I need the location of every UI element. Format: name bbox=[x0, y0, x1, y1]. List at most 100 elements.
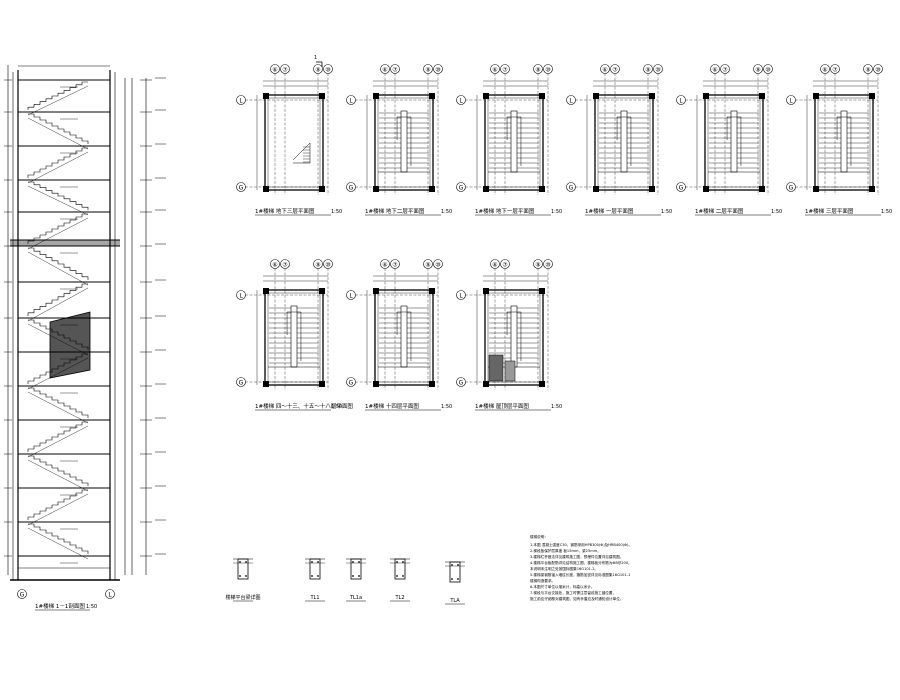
stair-flight bbox=[27, 81, 88, 110]
stair-flight bbox=[28, 387, 89, 418]
walking-direction-arrow bbox=[396, 116, 412, 166]
column bbox=[869, 93, 875, 99]
notes-line: 6.本图尺寸单位以毫米计，标高以米计。 bbox=[530, 584, 595, 589]
stair-flight bbox=[27, 353, 88, 384]
column bbox=[373, 381, 379, 387]
beam-detail: TL1a bbox=[346, 558, 366, 602]
stair-soffit bbox=[27, 459, 89, 492]
svg-text:G: G bbox=[20, 592, 25, 599]
stair-soffit bbox=[27, 527, 89, 560]
axis-label: ⑨ bbox=[865, 67, 870, 74]
column bbox=[593, 186, 599, 192]
column bbox=[263, 381, 269, 387]
plan-scale: 1:50 bbox=[551, 404, 562, 410]
stair-soffit bbox=[27, 151, 89, 184]
stair-soffit bbox=[27, 85, 89, 116]
axis-bubble bbox=[236, 95, 246, 105]
handrail bbox=[400, 305, 408, 368]
notes-line: 楼梯构造要求。 bbox=[530, 578, 555, 583]
axis-label: ⑩ bbox=[325, 67, 330, 74]
axis-label: ⑩ bbox=[545, 262, 550, 269]
axis-label: G bbox=[239, 380, 244, 387]
stair-section-drawing bbox=[7, 65, 147, 581]
plan-scale: 1:50 bbox=[441, 404, 452, 410]
rebar-dot bbox=[245, 575, 247, 577]
axis-bubble bbox=[390, 64, 400, 74]
axis-bubble bbox=[390, 259, 400, 269]
stair-flight bbox=[28, 113, 89, 144]
axis-label: G bbox=[569, 185, 574, 192]
axis-label: G bbox=[459, 380, 464, 387]
stair-soffit bbox=[27, 251, 89, 286]
axis-label: ⑥ bbox=[602, 67, 607, 74]
axis-bubble bbox=[433, 259, 443, 269]
column bbox=[759, 93, 765, 99]
plan-title: 1#楼梯 一层平面图 bbox=[585, 207, 634, 215]
axis-label: ⑥ bbox=[382, 262, 387, 269]
axis-label: ⑥ bbox=[272, 67, 277, 74]
axis-label: ⑥ bbox=[712, 67, 717, 74]
section-scale: 1:50 bbox=[86, 604, 97, 610]
rebar-dot bbox=[396, 561, 398, 563]
axis-bubble bbox=[643, 64, 653, 74]
plan-title: 1#楼梯 二层平面图 bbox=[695, 207, 744, 215]
axis-label: ⑦ bbox=[612, 67, 618, 74]
plan-title: 1#楼梯 十四层平面图 bbox=[365, 402, 419, 410]
stair-soffit bbox=[27, 323, 89, 356]
handrail bbox=[620, 110, 628, 173]
column bbox=[373, 288, 379, 294]
axis-bubble bbox=[500, 64, 510, 74]
axis-label: ⑦ bbox=[832, 67, 838, 74]
walking-direction-arrow bbox=[286, 311, 302, 361]
column bbox=[703, 93, 709, 99]
stair-wall-inner bbox=[377, 97, 431, 188]
axis-bubble bbox=[676, 182, 686, 192]
column bbox=[429, 93, 435, 99]
plan-scale: 1:50 bbox=[331, 404, 342, 410]
stair-flight bbox=[28, 247, 89, 280]
rebar-dot bbox=[317, 561, 319, 563]
handrail bbox=[840, 110, 848, 173]
stair-flight bbox=[27, 283, 88, 316]
column bbox=[263, 288, 269, 294]
column bbox=[319, 93, 325, 99]
stair-wall bbox=[374, 289, 434, 386]
axis-bubble bbox=[830, 64, 840, 74]
svg-text:L: L bbox=[108, 592, 112, 599]
axis-label: ⑥ bbox=[822, 67, 827, 74]
axis-bubble bbox=[610, 64, 620, 74]
rebar-dot bbox=[311, 561, 313, 563]
stair-wall bbox=[704, 94, 764, 191]
plan-scale: 1:50 bbox=[771, 209, 782, 215]
rebar-dot bbox=[317, 575, 319, 577]
stair-wall bbox=[814, 94, 874, 191]
axis-bubble bbox=[346, 290, 356, 300]
axis-bubble bbox=[490, 259, 500, 269]
axis-label: L bbox=[679, 98, 683, 105]
rebar-dot bbox=[451, 564, 453, 566]
axis-label: ⑦ bbox=[282, 262, 288, 269]
stair-wall-inner bbox=[487, 97, 541, 188]
handrail bbox=[400, 110, 408, 173]
axis-label: ⑨ bbox=[535, 67, 540, 74]
axis-label: L bbox=[239, 293, 243, 300]
plan-title: 1#楼梯 地下一层平面图 bbox=[475, 207, 535, 215]
walking-direction-arrow bbox=[506, 116, 522, 166]
axis-bubble bbox=[786, 182, 796, 192]
axis-label: L bbox=[349, 293, 353, 300]
column bbox=[373, 186, 379, 192]
axis-bubble bbox=[456, 377, 466, 387]
handrail bbox=[730, 110, 738, 173]
hatched-block bbox=[504, 360, 516, 382]
stair-wall bbox=[264, 94, 324, 191]
axis-bubble bbox=[653, 64, 663, 74]
section-level-marks bbox=[4, 77, 166, 564]
plan-title: 1#楼梯 四～十三、十五～十八层平面图 bbox=[255, 402, 353, 410]
beam-detail: TLA bbox=[445, 561, 465, 605]
beam-label: TLA bbox=[449, 598, 460, 604]
